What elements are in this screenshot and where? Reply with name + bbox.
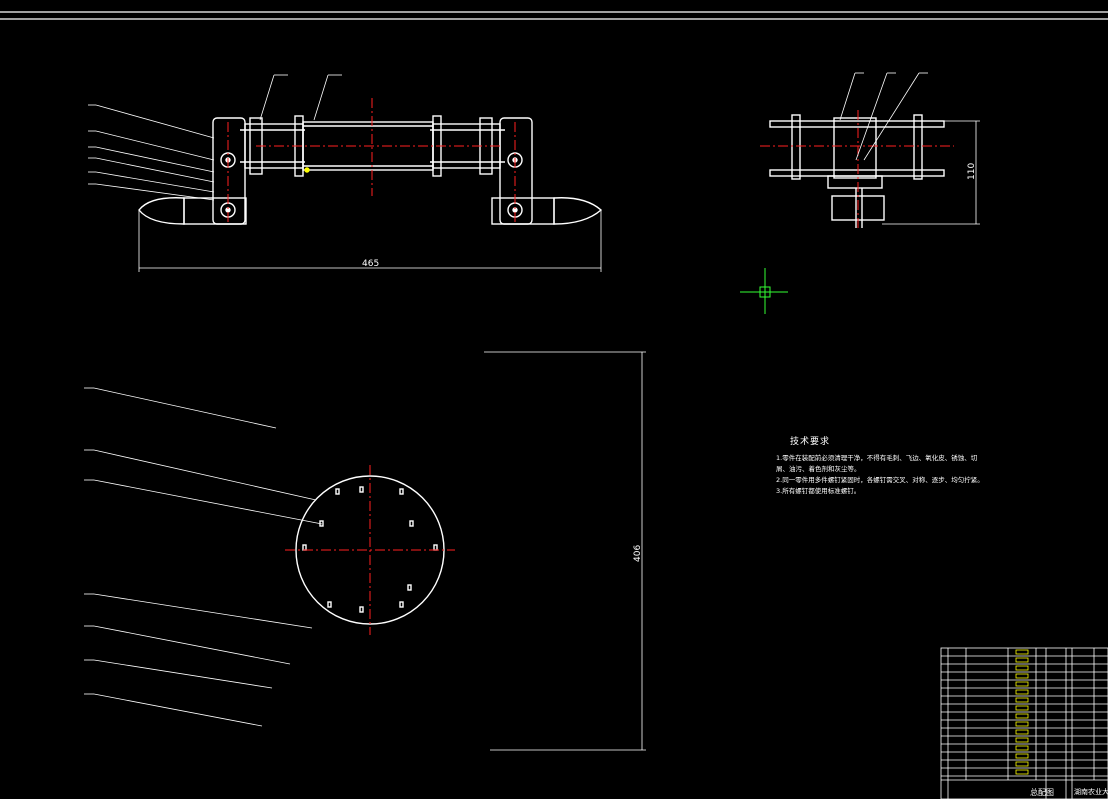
- dimension-406[interactable]: [484, 351, 646, 751]
- dimension-465[interactable]: [138, 210, 602, 272]
- crosshair-cursor-icon: [740, 268, 788, 314]
- table-cell-mark: [1015, 713, 1029, 719]
- bolt-hole: [407, 584, 412, 591]
- bolt-hole: [433, 544, 438, 551]
- front-view-center-lines: [227, 98, 516, 222]
- requirement-line-1: 1.零件在装配前必须清理干净，不得有毛刺、飞边、氧化皮、锈蚀、切: [776, 454, 978, 462]
- technical-requirements-heading: 技术要求: [790, 437, 831, 447]
- table-cell-mark: [1015, 657, 1029, 663]
- side-view-leaders: [839, 72, 928, 161]
- dimension-406-label: 406: [633, 545, 643, 562]
- requirement-line-3: 2.同一零件用多件螺钉紧固时，各螺钉需交叉、对称、逐步、均匀拧紧。: [776, 476, 984, 484]
- plan-view-leaders: [84, 387, 323, 727]
- table-cell-mark: [1015, 649, 1029, 655]
- bolt-hole: [399, 488, 404, 495]
- table-cell-mark: [1015, 673, 1029, 679]
- table-cell-mark: [1015, 681, 1029, 687]
- bolt-hole: [335, 488, 340, 495]
- table-cell-mark: [1015, 737, 1029, 743]
- requirement-line-4: 3.所有螺钉都使用标准螺钉。: [776, 487, 861, 495]
- plan-view-center-lines: [285, 465, 455, 635]
- side-view-center-lines: [760, 110, 954, 230]
- table-cell-mark: [1015, 697, 1029, 703]
- table-cell-mark: [1015, 721, 1029, 727]
- bolt-hole: [409, 520, 414, 527]
- dimension-465-label: 465: [362, 259, 379, 269]
- table-cell-mark: [1015, 761, 1029, 767]
- bolt-hole: [359, 606, 364, 613]
- front-view[interactable]: [138, 115, 603, 225]
- front-view-leaders: [88, 74, 342, 201]
- bolt-hole: [327, 601, 332, 608]
- table-cell-mark: [1015, 769, 1029, 775]
- drawing-name-label: 总配图: [1030, 787, 1054, 797]
- table-cell-mark: [1015, 745, 1029, 751]
- sheet-border: [0, 11, 1108, 20]
- technical-requirements: 技术要求 1.零件在装配前必须清理干净，不得有毛刺、飞边、氧化皮、锈蚀、切 屑、…: [776, 437, 984, 497]
- table-cell-mark: [1015, 689, 1029, 695]
- requirement-line-2: 屑、油污、着色剂和灰尘等。: [776, 465, 861, 473]
- parts-list-table[interactable]: [940, 647, 1108, 799]
- dimension-110[interactable]: [882, 120, 980, 225]
- table-cell-mark: [1015, 729, 1029, 735]
- bolt-hole: [302, 544, 307, 551]
- table-cell-mark: [1015, 705, 1029, 711]
- school-name-label: 湖南农业大: [1074, 787, 1108, 796]
- bolt-hole: [359, 486, 364, 493]
- bolt-hole: [399, 601, 404, 608]
- table-cell-mark: [1015, 665, 1029, 671]
- side-view[interactable]: [769, 114, 945, 228]
- table-cell-mark: [1015, 753, 1029, 759]
- dimension-110-label: 110: [967, 163, 977, 180]
